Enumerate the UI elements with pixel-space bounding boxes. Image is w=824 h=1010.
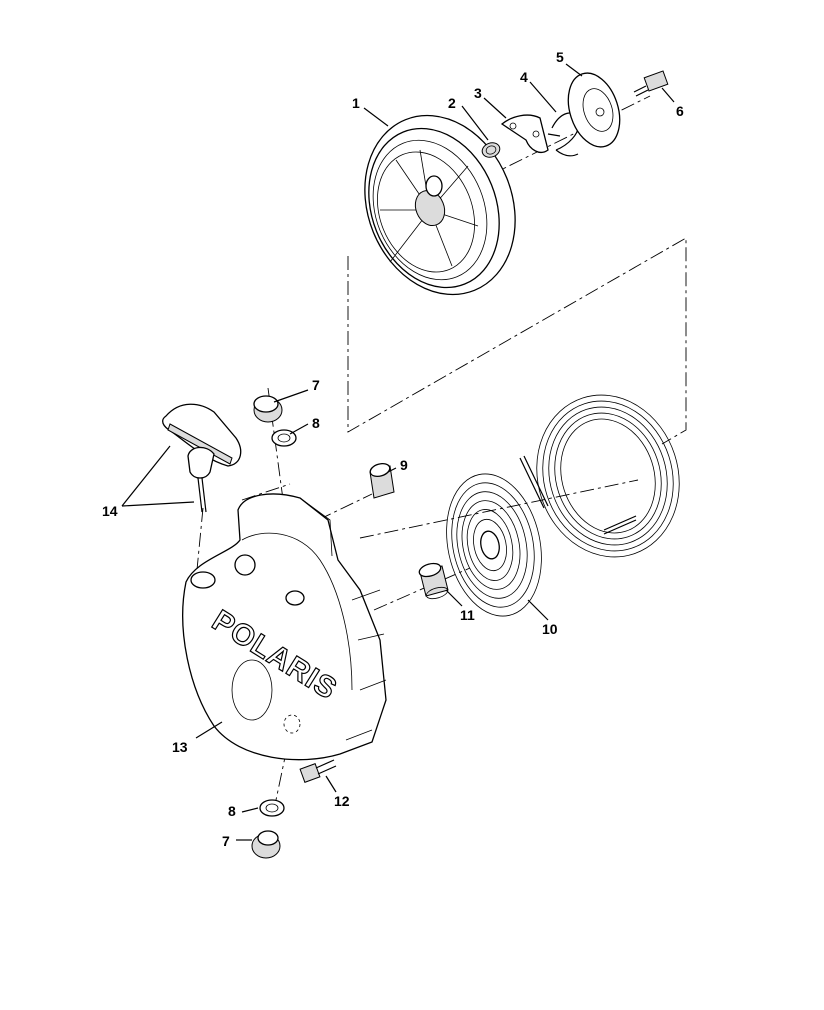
callout-8-lower: 8 (228, 803, 236, 819)
callout-12: 12 (334, 793, 350, 809)
bushing-9 (369, 462, 395, 499)
callout-labels: 1 2 3 4 5 6 7 8 9 10 11 12 13 14 8 7 (102, 49, 684, 849)
bolt-lower (299, 759, 337, 783)
callout-3: 3 (474, 85, 482, 101)
callout-2: 2 (448, 95, 456, 111)
starter-housing: POLARIS (182, 493, 387, 761)
washer-lower (259, 799, 285, 817)
callout-6: 6 (676, 103, 684, 119)
callout-10: 10 (542, 621, 558, 637)
bolt-top (633, 70, 669, 97)
recoil-spring (446, 455, 549, 617)
spring-small (481, 142, 501, 158)
ratchet-plate (567, 72, 621, 148)
callout-8-upper: 8 (312, 415, 320, 431)
callout-13: 13 (172, 739, 188, 755)
starter-rope-coil (536, 394, 680, 558)
callout-14: 14 (102, 503, 118, 519)
callout-11: 11 (460, 607, 475, 623)
callout-5: 5 (556, 49, 564, 65)
plug-lower (251, 830, 281, 859)
starter-handle (161, 403, 242, 513)
callout-9: 9 (400, 457, 408, 473)
callout-7-lower: 7 (222, 833, 230, 849)
leader-lines (121, 63, 675, 841)
pulley (364, 114, 516, 296)
callout-7-upper: 7 (312, 377, 320, 393)
bushing-11 (418, 562, 449, 600)
callout-4: 4 (520, 69, 528, 85)
callout-1: 1 (352, 95, 360, 111)
plug-upper (253, 395, 283, 423)
pawl (500, 114, 549, 154)
